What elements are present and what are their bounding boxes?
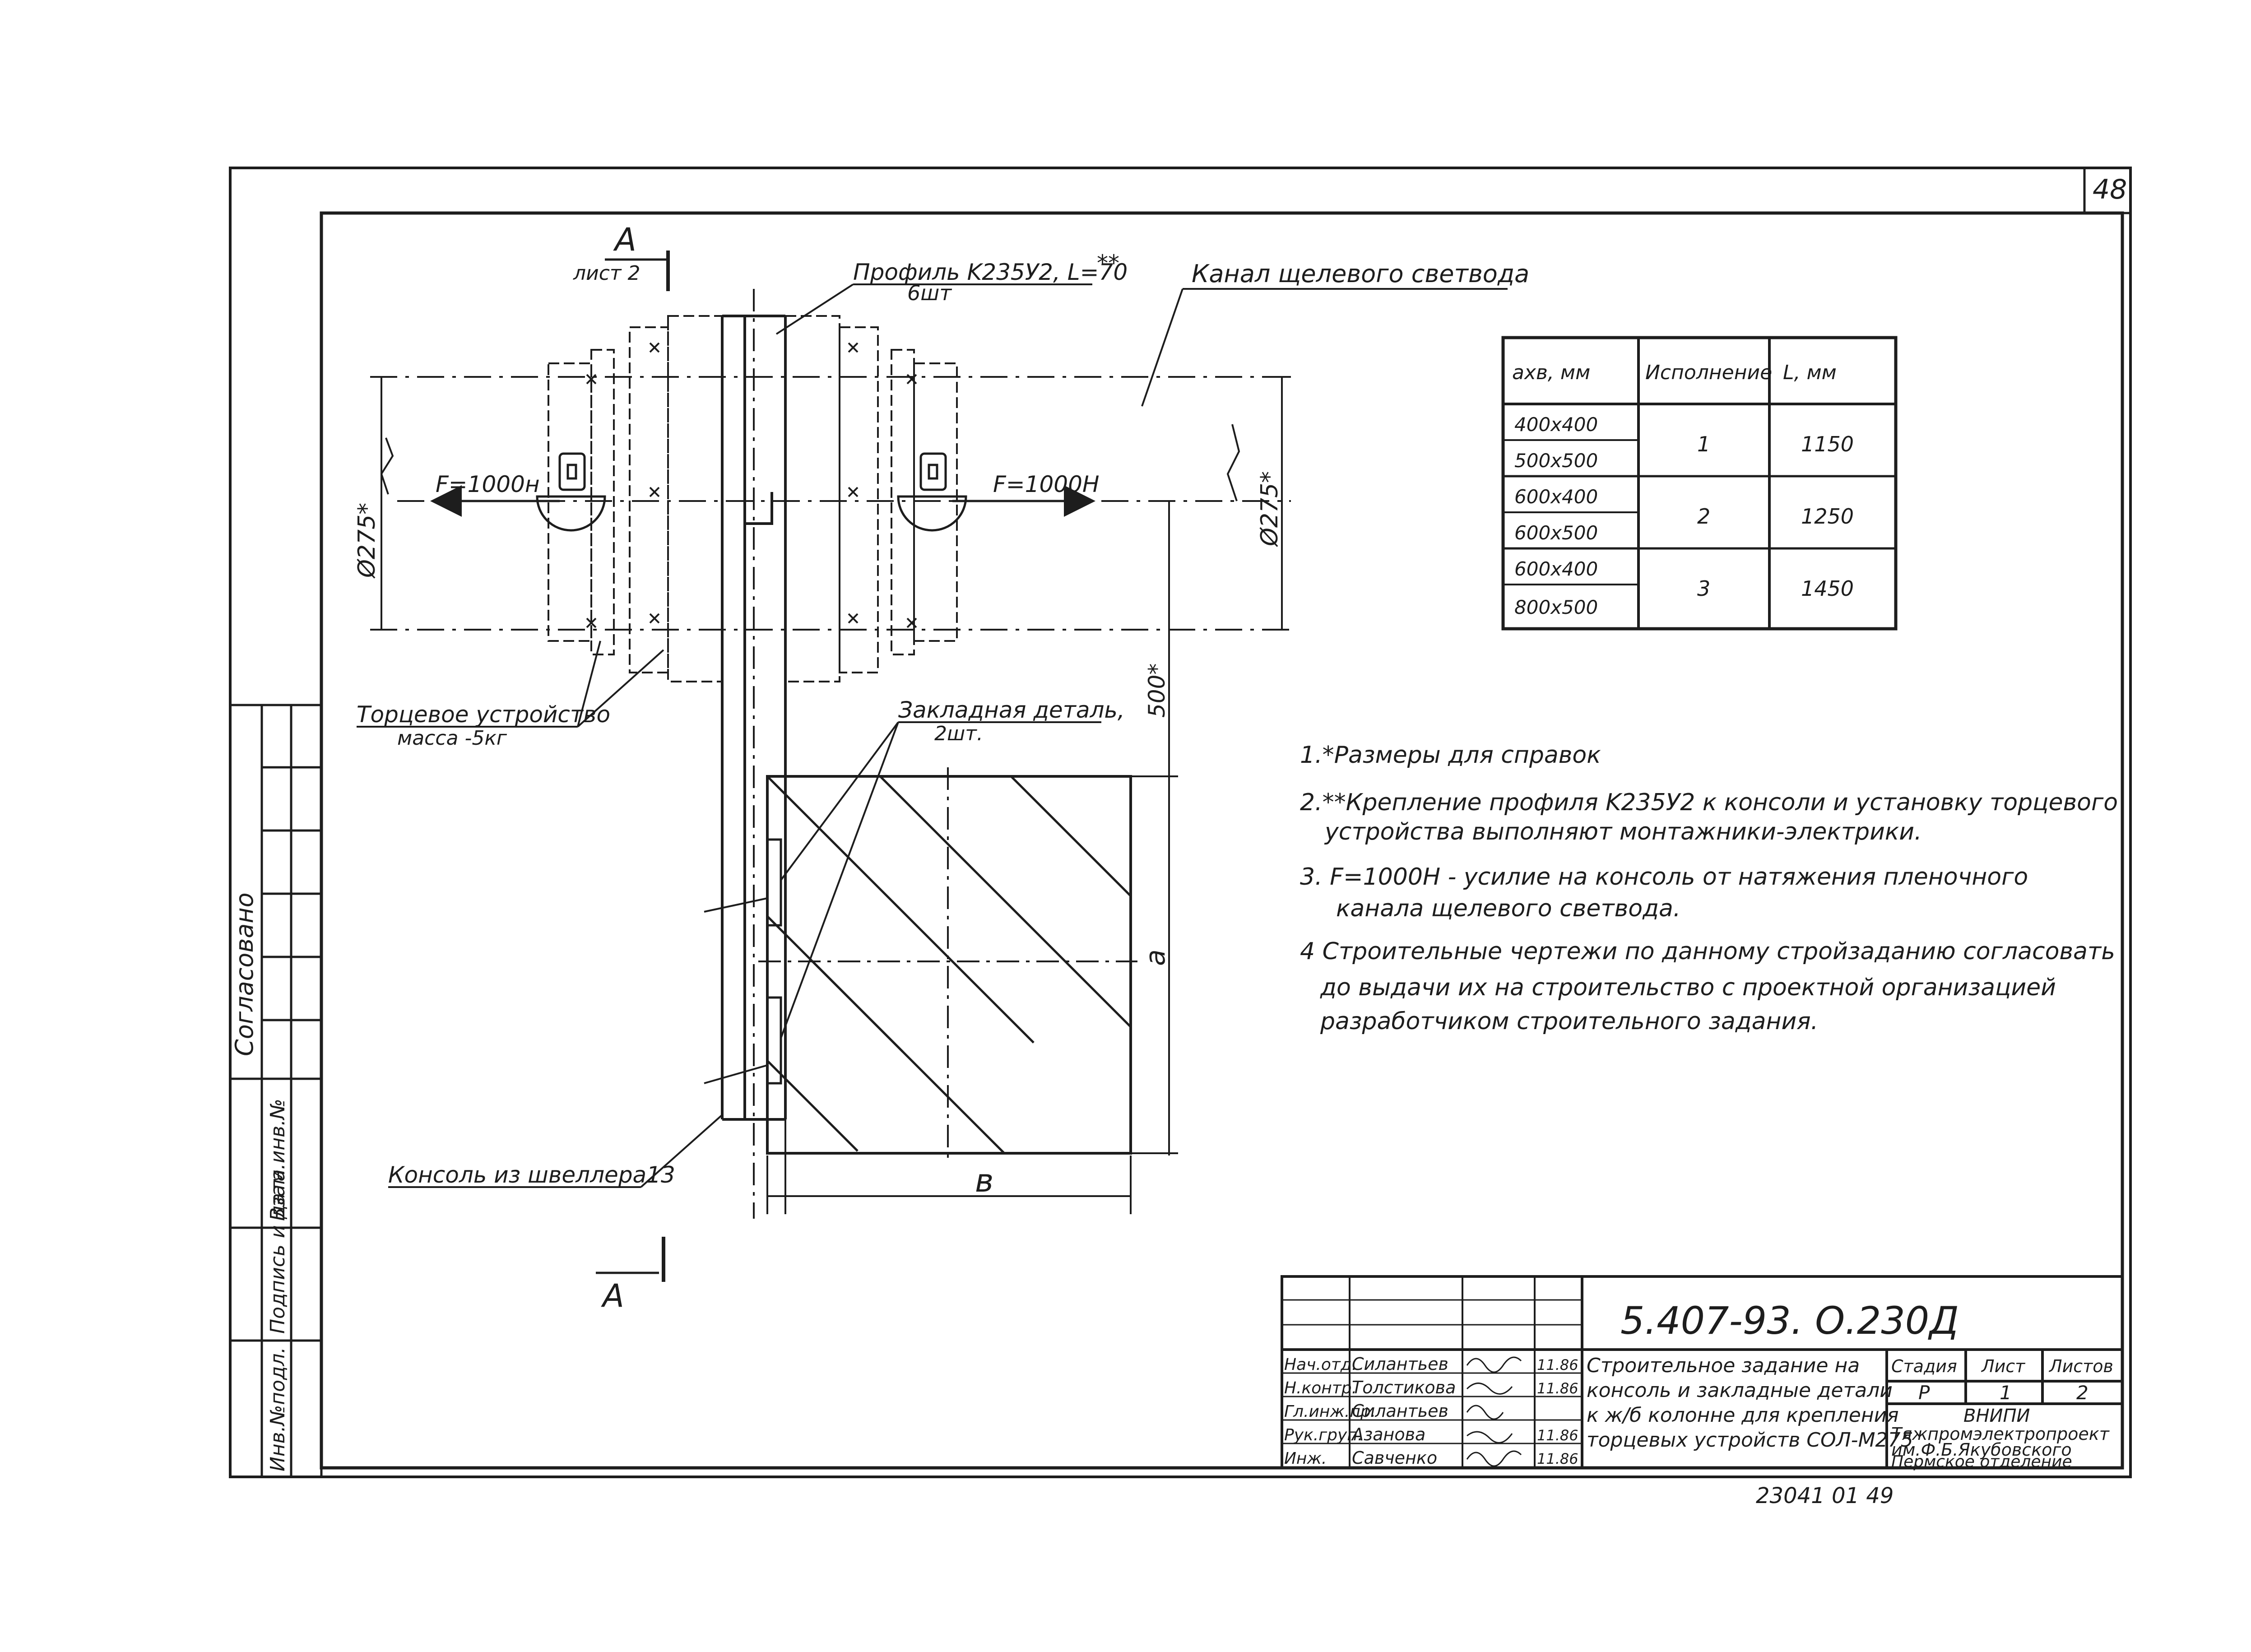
table-cell-l: 1150 <box>1801 432 1854 456</box>
role: Рук.груп. <box>1284 1426 1363 1444</box>
table-cell-size: 600x400 <box>1514 558 1598 580</box>
table-cell-size: 800x500 <box>1514 596 1598 618</box>
sheets-label: Листов <box>2048 1356 2113 1376</box>
stage-value: Р <box>1918 1382 1930 1404</box>
table-cell-size: 500x500 <box>1514 450 1598 472</box>
table-header-l: L, мм <box>1783 361 1837 384</box>
end-device-mass: масса -5кг <box>397 727 507 750</box>
person-date: 11.86 <box>1537 1427 1578 1444</box>
note-line: 1.*Размеры для справок <box>1300 742 1601 769</box>
table-cell-l: 1450 <box>1801 576 1854 601</box>
person-name: Силантьев <box>1352 1354 1448 1374</box>
end-device-left <box>548 315 723 682</box>
size-table <box>1501 336 1898 631</box>
notes: 1.*Размеры для справок 2.**Крепление про… <box>1300 742 2118 1035</box>
note-line: 2.**Крепление профиля K235У2 к консоли и… <box>1300 789 2118 816</box>
table-cell-exec: 3 <box>1697 576 1710 601</box>
section-sheet-label: лист 2 <box>573 262 640 285</box>
profile-callout: Профиль K235У2, L=70 <box>853 259 1128 285</box>
light-channel-duct <box>370 376 1291 631</box>
title-line: Строительное задание на <box>1587 1354 1860 1377</box>
person-date: 11.86 <box>1537 1380 1578 1397</box>
title-line: к ж/б колонне для крепления <box>1587 1404 1899 1427</box>
stage-label: Стадия <box>1891 1356 1957 1376</box>
bottom-number: 23041 01 49 <box>1756 1483 1894 1508</box>
role: Инж. <box>1284 1449 1327 1468</box>
role: Гл.инж.пр. <box>1284 1402 1376 1421</box>
person-name: Толстикова <box>1352 1378 1456 1397</box>
table-header-size: axв, мм <box>1512 361 1590 384</box>
end-device-callout: Торцевое устройство <box>357 701 610 728</box>
note-line: канала щелевого светвода. <box>1336 895 1680 922</box>
note-line: 3. F=1000Н - усилие на консоль от натяже… <box>1300 863 2028 891</box>
dim-a: а <box>1140 949 1171 966</box>
note-line: устройства выполняют монтажники-электрик… <box>1324 818 1922 845</box>
role: Н.контр. <box>1284 1379 1357 1397</box>
table-cell-l: 1250 <box>1801 504 1854 529</box>
sheet-label: Лист <box>1981 1356 2026 1376</box>
side-stamp <box>229 704 323 1478</box>
dim-b: в <box>975 1162 993 1199</box>
force-right: F=1000Н <box>993 471 1100 497</box>
side-inv-orig: Инв.№подл. <box>266 1347 289 1471</box>
title-line: торцевых устройств СОЛ-М275 <box>1587 1429 1913 1452</box>
embedded-plate-bottom <box>766 996 782 1085</box>
embedded-qty: 2шт. <box>934 722 983 745</box>
side-inst-inv: Взам.инв.№ <box>266 1099 289 1221</box>
embedded-plate-top <box>766 838 782 927</box>
signatures <box>1466 1356 1522 1467</box>
page-number: 48 <box>2093 174 2127 205</box>
concrete-column <box>766 775 1132 1155</box>
role: Нач.отд. <box>1284 1355 1357 1374</box>
table-cell-size: 400x400 <box>1514 413 1598 436</box>
person-date: 11.86 <box>1537 1356 1578 1374</box>
org-line: ВНИПИ <box>1963 1406 2030 1426</box>
clamp-right <box>897 452 967 532</box>
person-name: Савченко <box>1352 1448 1437 1468</box>
table-cell-exec: 2 <box>1697 504 1710 529</box>
console-callout: Консоль из швеллера13 <box>388 1162 675 1188</box>
table-header-exec: Исполнение <box>1645 361 1772 384</box>
note-line: 4 Строительные чертежи по данному стройз… <box>1300 938 2115 965</box>
doc-code: 5.407-93. О.230Д <box>1620 1299 1959 1343</box>
person-date: 11.86 <box>1537 1450 1578 1467</box>
title-line: консоль и закладные детали <box>1587 1379 1893 1402</box>
end-device-right <box>784 315 958 682</box>
side-sign-date: Подпись и дата <box>266 1169 289 1334</box>
channel-callout: Канал щелевого светвода <box>1192 260 1529 288</box>
dim-500: 500* <box>1144 664 1170 718</box>
clamp-left <box>536 452 606 532</box>
org-line: Тяжпромэлектропроект <box>1891 1424 2110 1444</box>
sheet-value: 1 <box>2000 1382 2012 1404</box>
org-line: им.Ф.Б.Якубовского <box>1891 1440 2072 1460</box>
note-line: до выдачи их на строительство с проектно… <box>1320 974 2056 1001</box>
profile-mark: ** <box>1097 250 1119 276</box>
force-left: F=1000н <box>436 471 540 497</box>
section-label-bottom: А <box>601 1277 624 1314</box>
title-block <box>1281 1275 2124 1469</box>
section-label-top: А <box>613 221 636 258</box>
table-cell-exec: 1 <box>1697 432 1710 456</box>
embedded-callout: Закладная деталь, <box>898 697 1125 723</box>
table-cell-size: 600x400 <box>1514 486 1598 508</box>
person-name: Силантьев <box>1352 1401 1448 1421</box>
page-number-box <box>2083 167 2132 214</box>
console-channel <box>721 315 787 1121</box>
person-name: Азанова <box>1351 1425 1425 1444</box>
sheets-value: 2 <box>2076 1382 2089 1404</box>
org-line: Пермское отделение <box>1891 1452 2072 1471</box>
column-hatch <box>766 775 1132 1154</box>
dia-right: Ø275* <box>1256 471 1283 547</box>
table-cell-size: 600x500 <box>1514 522 1598 544</box>
note-line: разработчиком строительного задания. <box>1320 1008 1818 1035</box>
side-agreed: Согласовано <box>230 892 259 1056</box>
dia-left: Ø275* <box>353 503 381 579</box>
